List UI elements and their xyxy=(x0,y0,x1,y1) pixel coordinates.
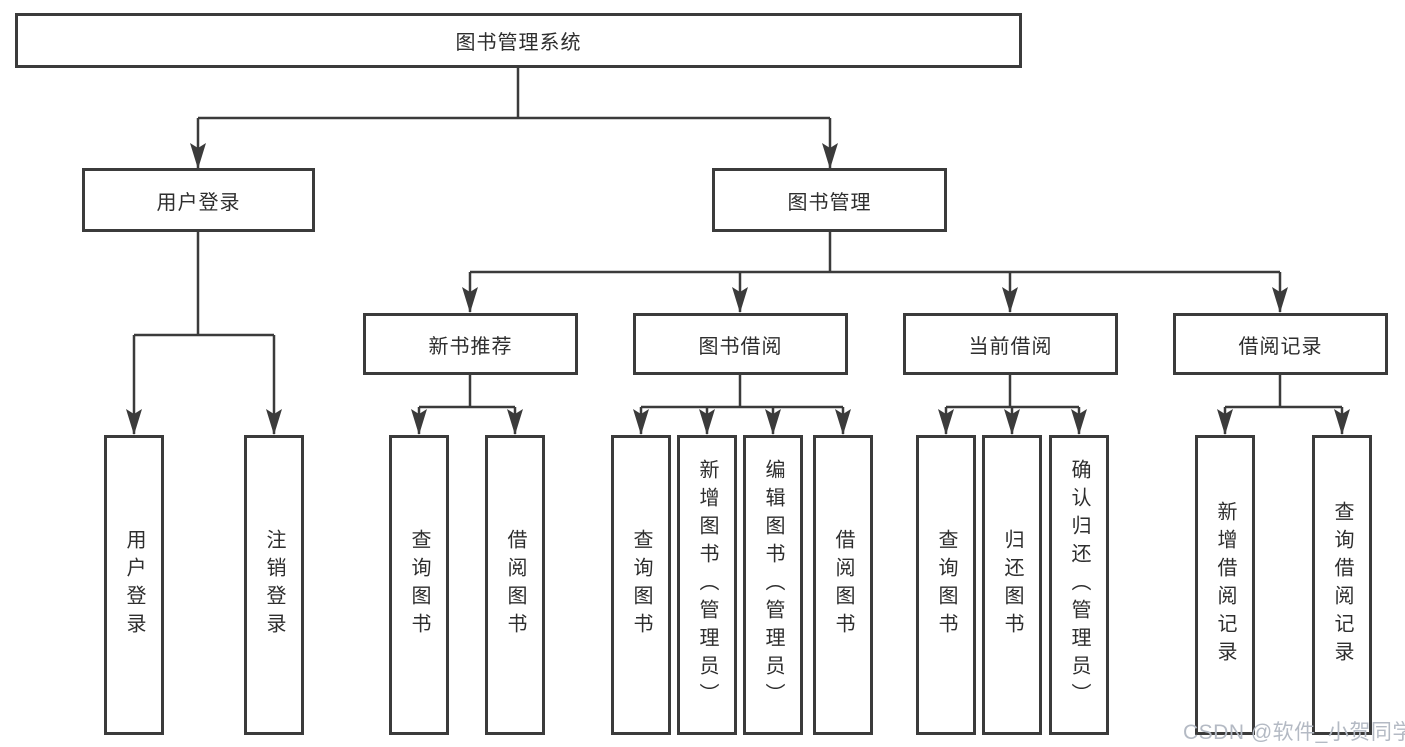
node-label: 查询图书 xyxy=(630,529,652,641)
node-label: 确认归还（管理员） xyxy=(1068,459,1090,711)
node-label: 新增图书（管理员） xyxy=(696,459,718,711)
node-label: 图书管理 xyxy=(787,191,872,214)
node-label: 当前借阅 xyxy=(968,335,1053,358)
node-label: 注销登录 xyxy=(263,529,285,641)
node-label: 查询图书 xyxy=(408,529,430,641)
node-label: 编辑图书（管理员） xyxy=(762,459,784,711)
node-current-borrowing: 当前借阅 xyxy=(903,313,1118,375)
leaf-user-login: 用户登录 xyxy=(104,435,164,735)
leaf-borrow-books: 借阅图书 xyxy=(813,435,873,735)
leaf-query-borrow-record: 查询借阅记录 xyxy=(1312,435,1372,735)
leaf-confirm-return-admin: 确认归还（管理员） xyxy=(1049,435,1109,735)
leaf-query-books: 查询图书 xyxy=(916,435,976,735)
leaf-query-books: 查询图书 xyxy=(389,435,449,735)
node-book-management: 图书管理 xyxy=(712,168,947,232)
node-label: 归还图书 xyxy=(1001,529,1023,641)
node-label: 图书借阅 xyxy=(698,335,783,358)
node-label: 用户登录 xyxy=(156,191,241,214)
leaf-add-borrow-record: 新增借阅记录 xyxy=(1195,435,1255,735)
node-label: 查询图书 xyxy=(935,529,957,641)
leaf-edit-books-admin: 编辑图书（管理员） xyxy=(743,435,803,735)
node-label: 图书管理系统 xyxy=(455,32,582,54)
node-borrowing-records: 借阅记录 xyxy=(1173,313,1388,375)
leaf-borrow-books: 借阅图书 xyxy=(485,435,545,735)
csdn-watermark: CSDN @软件_小贺同学 xyxy=(1183,721,1405,744)
leaf-add-books-admin: 新增图书（管理员） xyxy=(677,435,737,735)
node-book-borrowing: 图书借阅 xyxy=(633,313,848,375)
node-label: 借阅图书 xyxy=(504,529,526,641)
node-new-book-recommend: 新书推荐 xyxy=(363,313,578,375)
node-label: 借阅图书 xyxy=(832,529,854,641)
node-label: 查询借阅记录 xyxy=(1331,501,1353,669)
node-label: 借阅记录 xyxy=(1238,335,1323,358)
leaf-return-books: 归还图书 xyxy=(982,435,1042,735)
node-label: 新书推荐 xyxy=(428,335,513,358)
node-label: 用户登录 xyxy=(123,529,145,641)
node-library-management-system: 图书管理系统 xyxy=(15,13,1022,68)
leaf-query-books: 查询图书 xyxy=(611,435,671,735)
node-user-login: 用户登录 xyxy=(82,168,315,232)
leaf-logout: 注销登录 xyxy=(244,435,304,735)
node-label: 新增借阅记录 xyxy=(1214,501,1236,669)
